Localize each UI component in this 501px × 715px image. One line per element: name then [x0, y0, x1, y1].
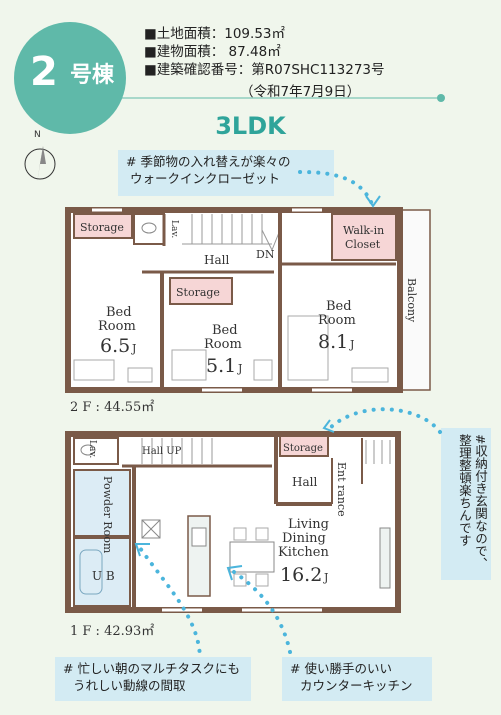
storage-1f: [279, 435, 329, 457]
balcony-area: [399, 209, 431, 391]
hall-1f-label: Hall: [292, 475, 317, 489]
entrance-note-line1: #収納付き玄関なので、: [473, 434, 488, 570]
counter-note-line2: カウンターキッチン: [300, 678, 413, 693]
walkin-connector: [298, 170, 374, 206]
entrance-step: [365, 440, 391, 464]
storage-1-label: Storage: [80, 221, 124, 234]
building-area: ■建物面積： 87.48㎡: [144, 44, 281, 60]
multitask-connector: [138, 546, 202, 662]
certification-number: ■建築確認番号：第R07SHC113273号: [144, 62, 385, 78]
bed2-size: 5.1: [206, 355, 236, 377]
bed2-unit: J: [237, 362, 242, 375]
counter-connector: [232, 570, 292, 654]
multitask-note-line2: うれしい動線の間取: [73, 678, 186, 693]
ldk-size: 16.2: [280, 564, 322, 586]
storage-2: [169, 277, 233, 305]
bed2-label-1: Bed: [212, 323, 238, 338]
land-area: ■土地面積：109.53㎡: [144, 26, 285, 42]
ub-label: U B: [92, 569, 115, 583]
hall-up-label: Hall UP: [142, 446, 182, 457]
entrance-note: #収納付き玄関なので、 整理整頓楽ちんです: [441, 428, 491, 580]
header-divider: [120, 94, 445, 102]
compass: N: [22, 130, 58, 194]
ldk-unit: J: [323, 571, 328, 584]
compass-icon: [24, 146, 56, 183]
bed3-size: 8.1: [318, 331, 348, 353]
counter-note-line1: # 使い勝手のいい: [290, 661, 392, 676]
ldk-label-3: Kitchen: [278, 545, 329, 560]
walkin-note-line2: ウォークインクローゼット: [130, 171, 281, 186]
building-number: 2: [30, 49, 58, 95]
walkin-label-1: Walk-in: [343, 224, 384, 237]
bed1-size: 6.5: [100, 335, 130, 357]
lav-2f-label: Lav.: [169, 220, 179, 238]
bed3-label-1: Bed: [326, 299, 352, 314]
floor1-plan: Lav. Hall UP Storage Ent rance Hall Powd…: [65, 431, 401, 613]
bed1-label-2: Room: [98, 319, 136, 334]
toilet-2f: [133, 213, 165, 245]
multitask-note: # 忙しい朝のマルチタスクにも うれしい動線の間取: [55, 657, 251, 701]
floor2-plan: Storage Lav. Hall DN Walk-in Closet Balc…: [65, 207, 431, 393]
stairs-2f: [182, 214, 281, 252]
powder-room: [73, 469, 131, 537]
multitask-note-line1: # 忙しい朝のマルチタスクにも: [63, 661, 240, 676]
walkin-note-line1: # 季節物の入れ替えが楽々の: [126, 154, 291, 169]
entrance-connector: [328, 407, 442, 434]
counter-kitchen-note: # 使い勝手のいい カウンターキッチン: [282, 657, 432, 701]
balcony-label: Balcony: [405, 278, 418, 323]
bed3-unit: J: [349, 338, 354, 351]
layout-type: 3LDK: [215, 112, 286, 140]
storage-1f-label: Storage: [283, 443, 323, 454]
ldk-label-2: Dining: [282, 531, 326, 546]
powder-room-label: Powder Room: [101, 476, 114, 554]
ldk-label-1: Living: [288, 517, 329, 532]
walkin-closet: [331, 213, 397, 261]
storage-1: [73, 213, 133, 239]
bed1-label-1: Bed: [106, 305, 132, 320]
certification-date: （令和7年7月9日）: [240, 84, 361, 100]
stairs-1f: [141, 438, 213, 464]
walkin-closet-note: # 季節物の入れ替えが楽々の ウォークインクローゼット: [118, 150, 334, 196]
north-label: N: [34, 130, 41, 140]
entrance-label: Ent rance: [335, 462, 348, 517]
walkin-label-2: Closet: [345, 238, 381, 251]
building-badge: 2 号棟: [14, 22, 126, 134]
bed1-unit: J: [131, 342, 136, 355]
building-suffix: 号棟: [70, 63, 115, 88]
bed2-label-2: Room: [204, 337, 242, 352]
lav-1f-label: Lav.: [87, 440, 97, 458]
bed3-label-2: Room: [318, 313, 356, 328]
floor1-area: 1 F : 42.93㎡: [70, 624, 155, 639]
floor2-area: 2 F : 44.55㎡: [70, 400, 155, 415]
entrance-note-line2: 整理整頓楽ちんです: [457, 434, 472, 547]
storage-2-label: Storage: [176, 286, 220, 299]
dn-label: DN: [256, 248, 275, 261]
hall-2f-label: Hall: [204, 253, 229, 267]
